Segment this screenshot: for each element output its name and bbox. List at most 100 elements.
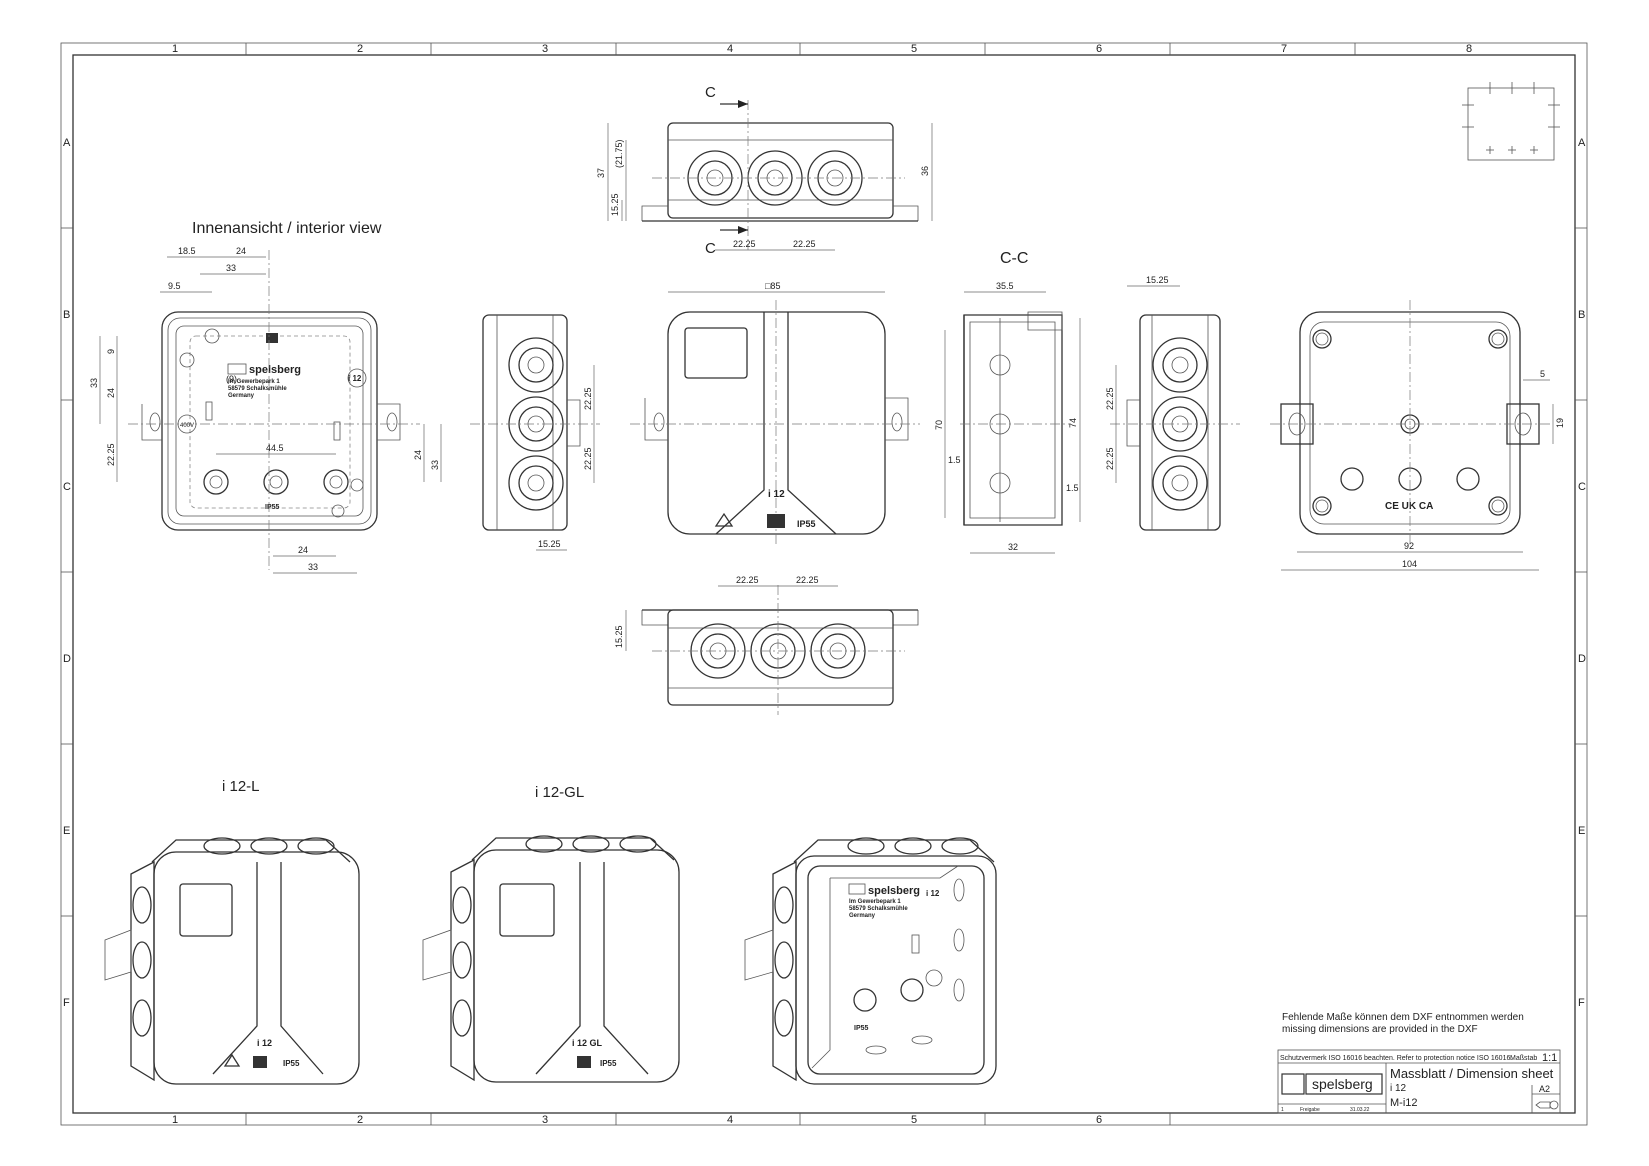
dim-label: 5	[1540, 369, 1545, 379]
release-label: Freigabe	[1300, 1107, 1320, 1113]
brand-mark: spelsberg	[249, 364, 301, 376]
dim-label: 18.5	[178, 246, 196, 256]
row-label: D	[63, 653, 71, 665]
dim-label: 33	[308, 562, 318, 572]
dim-label: 22.25	[583, 447, 593, 470]
dim-label: 22.25	[736, 575, 759, 585]
row-label: F	[63, 997, 70, 1009]
brand-mark: spelsberg	[868, 885, 920, 897]
dim-label: 33	[226, 263, 236, 273]
dim-label: (9)	[226, 374, 237, 384]
col-label: 2	[357, 1114, 363, 1126]
protection-notice: Schutzvermerk ISO 16016 beachten. Refer …	[1280, 1055, 1512, 1062]
model-mark: i 12	[257, 1038, 272, 1048]
model-title: i 12-L	[222, 778, 260, 795]
address-line: Germany	[849, 913, 876, 919]
side-view-right: 15.25 22.25 22.25	[1105, 275, 1240, 531]
col-label: 6	[1096, 1114, 1102, 1126]
section-view: C-C 35.5 70 74 1.5 1.5 32	[934, 250, 1081, 554]
ip-mark: IP55	[265, 504, 280, 511]
row-label: D	[1578, 653, 1586, 665]
cert-marks: CE UK CA	[1385, 501, 1433, 512]
drawing-frame: 1 2 3 4 5 6 7 8 1 2 3 4 5 6 A B C D E F …	[60, 42, 1588, 1126]
dim-label: 9.5	[168, 281, 181, 291]
dim-label: 24	[236, 246, 246, 256]
dim-label: 1.5	[948, 455, 961, 465]
top-view: C C 37 (21.75) 15.25 36 22.25 22.25	[596, 84, 933, 257]
dim-label: 15.25	[1146, 275, 1169, 285]
dim-label: 19	[1555, 418, 1565, 428]
model-mark: i 12	[348, 374, 362, 383]
dim-label: 44.5	[266, 443, 284, 453]
dim-label: 15.25	[610, 193, 620, 216]
rev-number: 1	[1281, 1107, 1284, 1113]
col-label: 2	[357, 43, 363, 55]
col-label: 3	[542, 43, 548, 55]
row-label: C	[63, 481, 71, 493]
isometric-interior: spelsberg Im Gewerbepark 1 58579 Schalks…	[744, 837, 997, 1085]
model-mark: i 12	[926, 889, 940, 898]
ip-mark: IP55	[283, 1059, 300, 1068]
row-label: B	[1578, 309, 1585, 321]
address-line: Germany	[228, 393, 255, 399]
dim-label: 22.25	[583, 387, 593, 410]
ip-mark: IP55	[797, 519, 816, 529]
release-date: 31.03.22	[1350, 1107, 1370, 1113]
isometric-i12-gl: i 12-GL i 12 GL IP55	[422, 784, 680, 1083]
dim-label: 74	[1068, 418, 1078, 428]
model-title: i 12-GL	[535, 784, 584, 801]
dim-label: 22.25	[1105, 387, 1115, 410]
dim-label: 33	[89, 378, 99, 388]
dim-label: 22.25	[796, 575, 819, 585]
dim-label: 92	[1404, 541, 1414, 551]
front-view: i 12 IP55 □85	[630, 281, 920, 545]
model-mark: i 12 GL	[572, 1038, 603, 1048]
dim-label: 22.25	[793, 239, 816, 249]
section-mark: C	[705, 240, 716, 257]
dim-label: 37	[596, 168, 606, 178]
section-mark: C	[705, 84, 716, 101]
col-label: 5	[911, 1114, 917, 1126]
title-brand-logo: spelsberg	[1312, 1076, 1373, 1092]
model-mark: i 12	[768, 489, 785, 500]
dim-label: □85	[765, 281, 780, 291]
dim-label: 22.25	[733, 239, 756, 249]
side-view-left: 22.25 22.25 15.25	[470, 314, 600, 551]
interior-view-title: Innenansicht / interior view	[192, 220, 382, 237]
dim-label: 24	[298, 545, 308, 555]
scale-label: Maßstab	[1510, 1055, 1537, 1062]
address-line: 58579 Schalksmühle	[228, 386, 287, 392]
col-label: 3	[542, 1114, 548, 1126]
scale-value: 1:1	[1542, 1052, 1557, 1064]
title-block: Schutzvermerk ISO 16016 beachten. Refer …	[1277, 1049, 1561, 1114]
col-label: 4	[727, 1114, 733, 1126]
col-label: 7	[1281, 43, 1287, 55]
dim-label: 15.25	[614, 625, 624, 648]
interior-view: Innenansicht / interior view 400V spelsb…	[89, 220, 442, 574]
col-label: 1	[172, 1114, 178, 1126]
dim-label: (21.75)	[614, 139, 624, 168]
notes: Fehlende Maße können dem DXF entnommen w…	[1282, 1012, 1524, 1035]
row-label: F	[1578, 997, 1585, 1009]
dim-label: 36	[920, 166, 930, 176]
address-line: Im Gewerbepark 1	[849, 899, 901, 905]
dim-label: 33	[430, 460, 440, 470]
col-label: 6	[1096, 43, 1102, 55]
dim-label: 70	[934, 420, 944, 430]
dim-label: 1.5	[1066, 483, 1079, 493]
sheet-title: Massblatt / Dimension sheet	[1390, 1066, 1554, 1081]
note-en: missing dimensions are provided in the D…	[1282, 1024, 1478, 1035]
dim-label: 24	[106, 388, 116, 398]
row-label: A	[63, 137, 71, 149]
col-label: 5	[911, 43, 917, 55]
dim-label: 24	[413, 450, 423, 460]
registration-symbol	[1462, 82, 1560, 161]
col-label: 8	[1466, 43, 1472, 55]
title-product: i 12	[1390, 1083, 1407, 1094]
section-title: C-C	[1000, 250, 1028, 267]
sheet-format: A2	[1539, 1084, 1550, 1094]
dim-label: 32	[1008, 542, 1018, 552]
note-de: Fehlende Maße können dem DXF entnommen w…	[1282, 1012, 1524, 1023]
col-label: 4	[727, 43, 733, 55]
dim-label: 9	[106, 349, 116, 354]
